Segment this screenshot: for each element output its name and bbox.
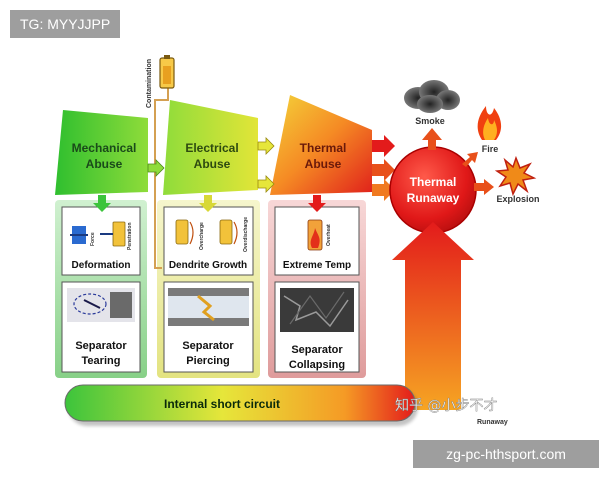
penetration-label: Penetration: [127, 222, 133, 250]
overheat-battery-icon: [307, 219, 323, 251]
fire-label: Fire: [482, 144, 499, 154]
mechanical-abuse-shape: [55, 110, 148, 195]
mechanical-abuse-title: Mechanical: [72, 141, 137, 155]
mechanical-abuse-subtitle: Abuse: [86, 157, 123, 171]
separator-piercing-subtitle: Piercing: [186, 355, 229, 367]
runaway-small-label: Runaway: [477, 419, 508, 426]
force-icon: [70, 226, 88, 244]
force-label: Force: [90, 232, 96, 246]
arrow-mech-to-elec: [147, 159, 165, 177]
separator-collapsing-title: Separator: [291, 344, 343, 356]
explosion-icon: [494, 155, 537, 197]
short-circuit-label: Internal short circuit: [164, 397, 280, 411]
electrical-abuse-subtitle: Abuse: [194, 157, 231, 171]
watermark-top: TG: MYYJJPP: [10, 10, 121, 38]
explosion-label: Explosion: [496, 194, 539, 204]
overcharge-label: Overcharge: [199, 222, 205, 250]
electrical-abuse-shape: [163, 100, 258, 195]
overlay-watermark: 知乎 @小步不才: [395, 397, 497, 414]
arrow-down-thermal: [308, 195, 326, 212]
overheat-label: Overheat: [326, 224, 332, 246]
penetration-icon: [100, 221, 126, 247]
arrow-elec-to-therm-bottom: [257, 175, 275, 193]
arrow-to-fire: [462, 152, 478, 167]
extreme-temp-label: Extreme Temp: [283, 260, 351, 271]
smoke-icon: [404, 80, 460, 113]
arrow-down-mechanical: [93, 195, 111, 212]
separator-piercing-image: [168, 288, 249, 326]
separator-tearing-subtitle: Tearing: [82, 355, 121, 367]
separator-piercing-title: Separator: [182, 340, 234, 352]
thermal-runaway-title: Thermal: [410, 175, 457, 189]
arrow-short-circuit-to-runaway: [392, 222, 474, 410]
thermal-abuse-subtitle: Abuse: [305, 157, 342, 171]
arrow-down-electrical: [199, 195, 217, 212]
arrow-to-runaway-1: [372, 135, 395, 157]
arrow-elec-to-therm-top: [257, 137, 275, 155]
smoke-label: Smoke: [415, 116, 445, 126]
separator-collapsing-image: [280, 288, 354, 332]
thermal-runaway-subtitle: Runaway: [407, 191, 460, 205]
thermal-abuse-shape: [270, 95, 372, 195]
short-circuit-bar: [64, 384, 416, 422]
arrow-to-runaway-3: [372, 179, 395, 201]
arrow-to-smoke: [422, 128, 442, 150]
deformation-label: Deformation: [72, 260, 131, 271]
arrow-to-explosion: [474, 179, 494, 195]
electrical-abuse-title: Electrical: [185, 141, 238, 155]
overdischarge-label: Overdischarge: [243, 217, 249, 252]
fire-icon: [477, 106, 502, 140]
contamination-battery-icon: [159, 55, 175, 89]
contamination-line: [154, 88, 169, 269]
watermark-bottom: zg-pc-hthsport.com: [413, 440, 599, 468]
arrow-to-runaway-2: [372, 159, 395, 181]
thermal-runaway-circle: [389, 146, 477, 234]
contamination-label: Contamination: [146, 59, 153, 108]
separator-tearing-title: Separator: [75, 340, 127, 352]
overdischarge-icon: [219, 219, 238, 245]
overcharge-icon: [175, 219, 194, 245]
thermal-abuse-title: Thermal: [300, 141, 347, 155]
dendrite-growth-label: Dendrite Growth: [169, 260, 247, 271]
separator-collapsing-subtitle: Collapsing: [289, 359, 345, 371]
separator-tearing-image: [67, 288, 135, 322]
